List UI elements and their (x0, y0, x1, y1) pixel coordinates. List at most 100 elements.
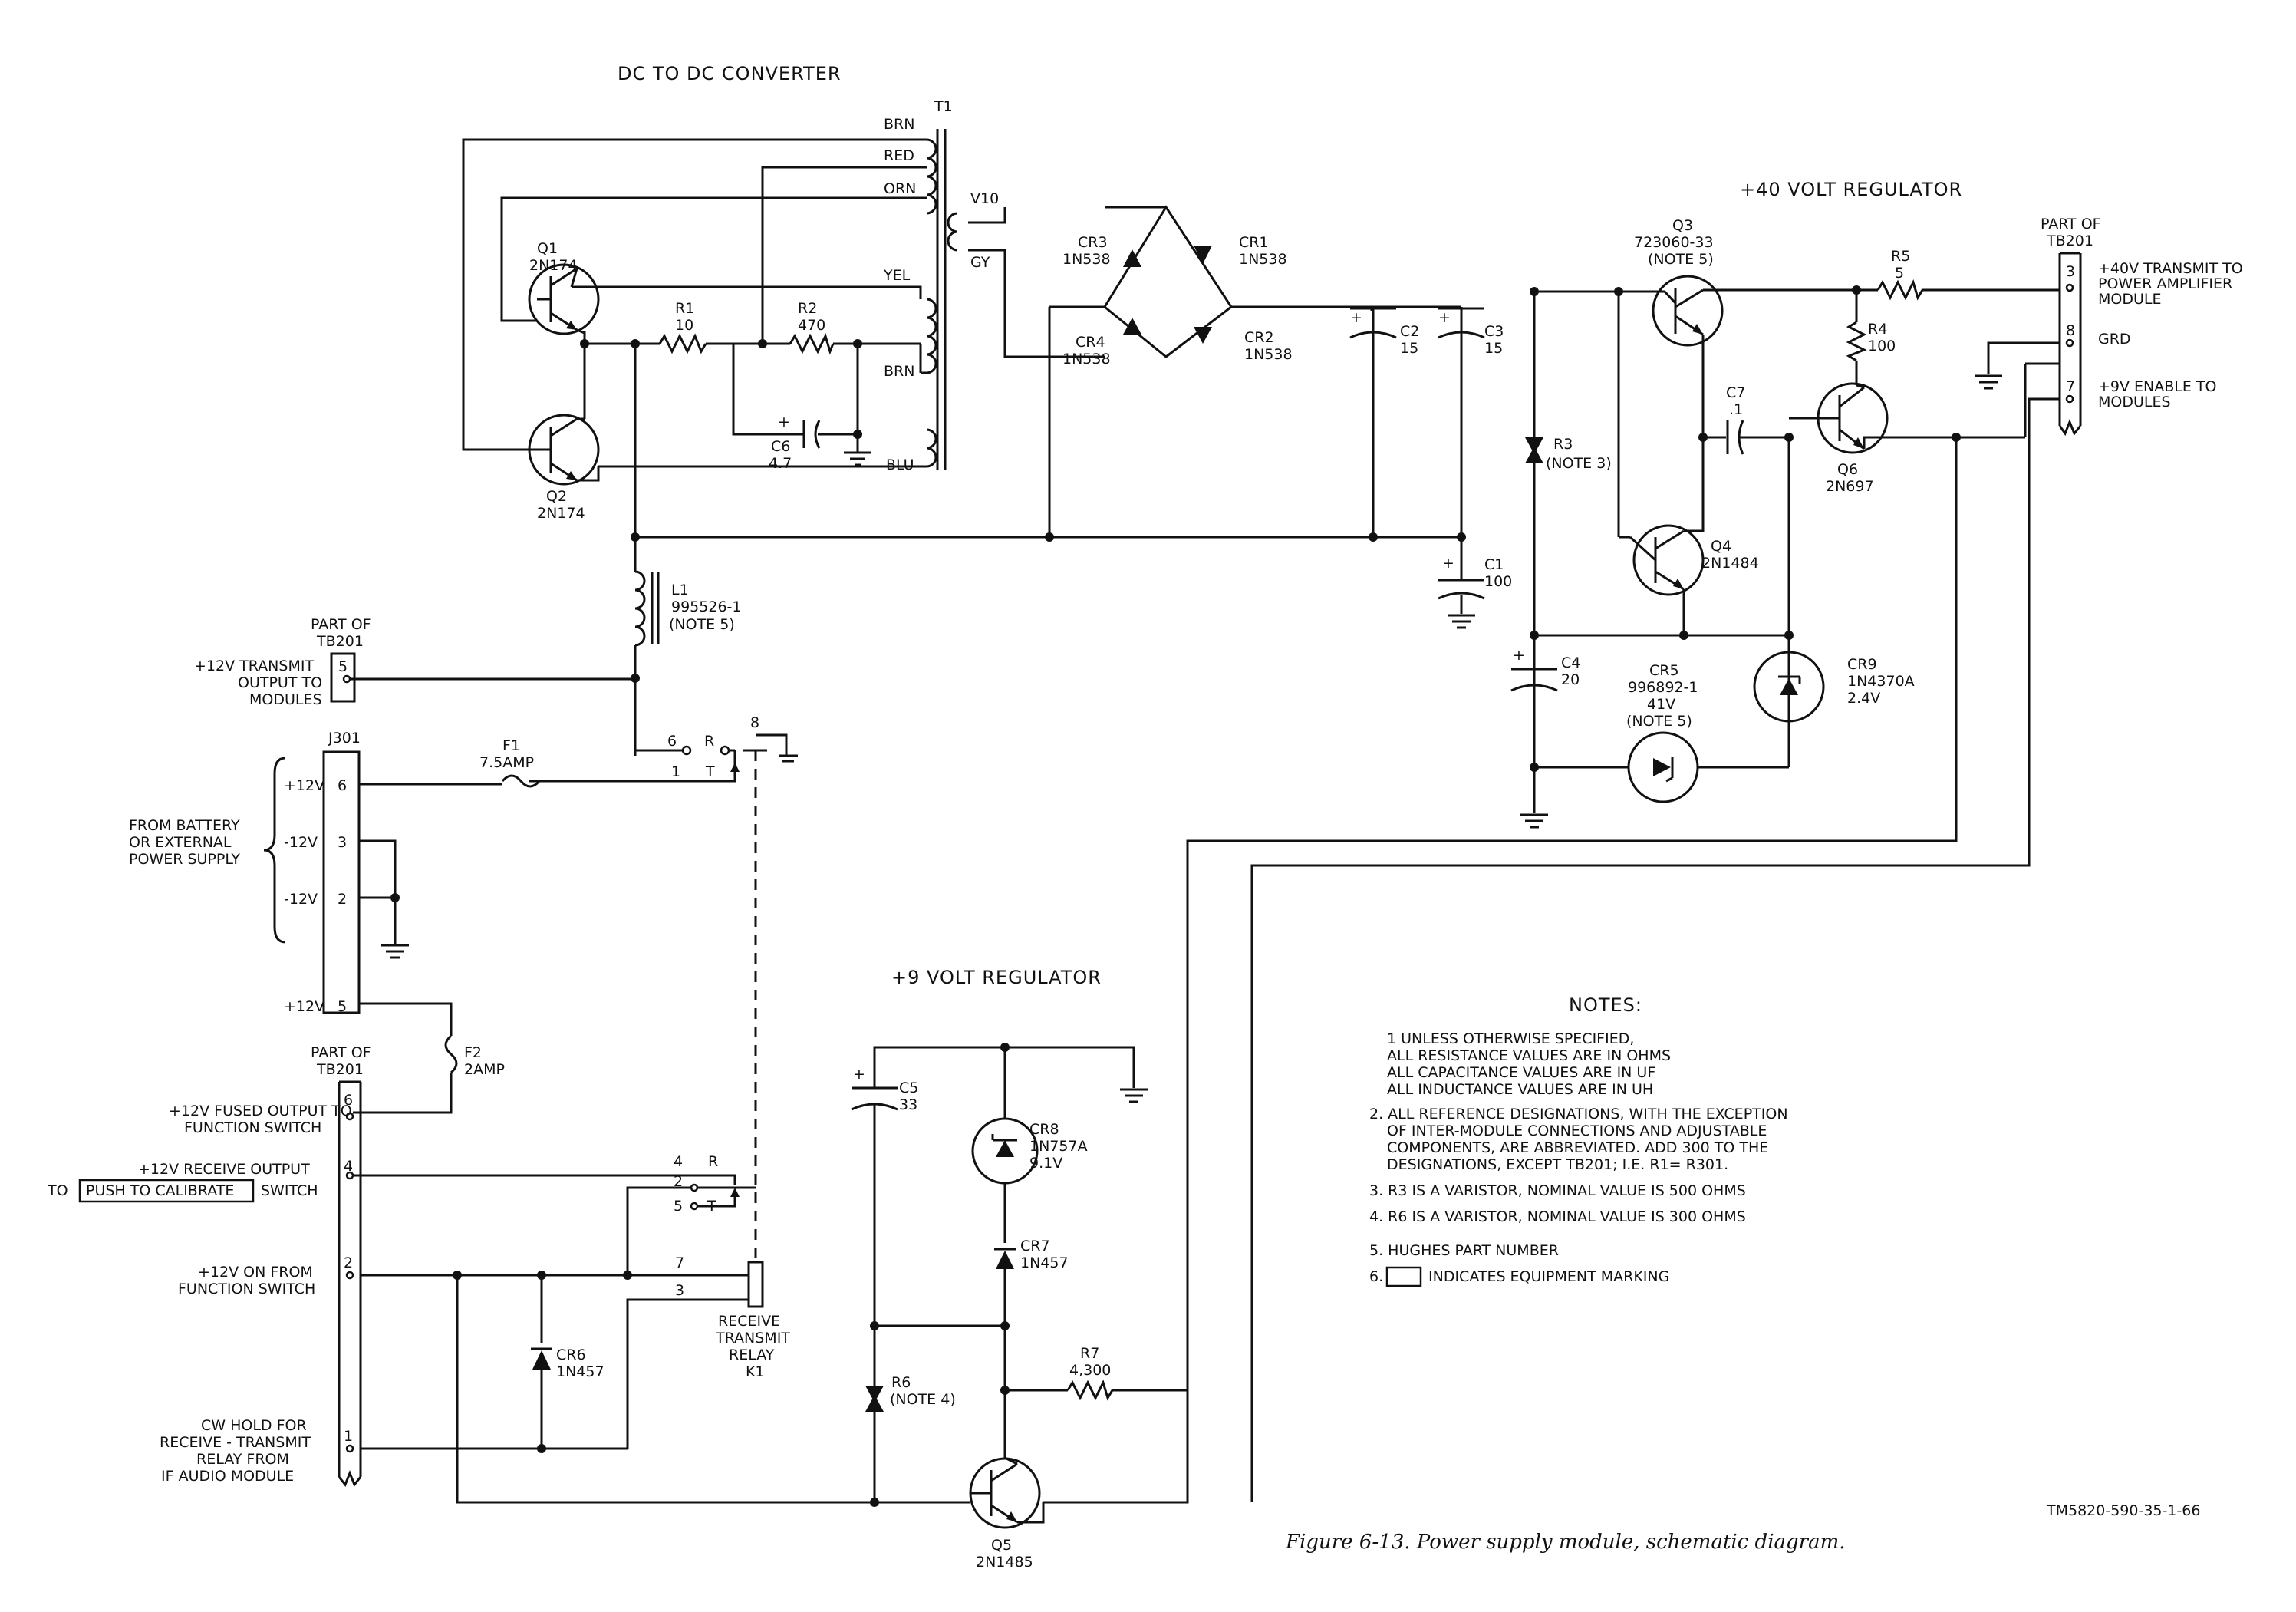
svg-text:1N457: 1N457 (556, 1363, 604, 1380)
svg-text:R1: R1 (675, 300, 694, 317)
svg-text:723060-33: 723060-33 (1634, 234, 1714, 251)
svg-text:+12V RECEIVE OUTPUT: +12V RECEIVE OUTPUT (138, 1161, 310, 1178)
svg-text:2: 2 (338, 891, 347, 908)
nine-volt-regulator: + C5 33 CR8 1N757A 9.1V CR7 1N457 R6 (NO… (851, 1046, 1188, 1571)
svg-text:ALL CAPACITANCE VALUES ARE IN: ALL CAPACITANCE VALUES ARE IN UF (1387, 1064, 1655, 1081)
svg-text:NOTES:: NOTES: (1569, 994, 1642, 1016)
svg-text:33: 33 (899, 1096, 917, 1113)
fuse-f1: F1 7.5AMP (479, 737, 541, 788)
svg-text:3: 3 (2066, 263, 2075, 280)
svg-text:BRN: BRN (884, 363, 914, 380)
svg-text:C4: C4 (1561, 654, 1580, 671)
svg-text:TB201: TB201 (316, 1061, 364, 1078)
svg-text:T: T (705, 763, 715, 780)
svg-text:3. R3 IS A VARISTOR, NOMINAL: 3. R3 IS A VARISTOR, NOMINAL VALUE IS 50… (1369, 1182, 1746, 1199)
svg-text:2. ALL REFERENCE DESIGNATIONS: 2. ALL REFERENCE DESIGNATIONS, WITH THE … (1369, 1106, 1788, 1122)
svg-text:1N538: 1N538 (1239, 251, 1287, 268)
svg-text:2AMP: 2AMP (464, 1061, 505, 1078)
svg-text:CW HOLD FOR: CW HOLD FOR (201, 1417, 307, 1434)
capacitor-c7: C7 .1 (1703, 384, 1789, 455)
transistor-q6: Q6 2N697 (1789, 382, 1956, 495)
svg-text:8: 8 (2066, 322, 2075, 339)
svg-text:RELAY FROM: RELAY FROM (196, 1451, 289, 1468)
svg-text:3: 3 (675, 1282, 684, 1299)
document-id: TM5820-590-35-1-66 (2046, 1502, 2200, 1519)
svg-text:1 UNLESS OTHERWISE SPECIFIED,: 1 UNLESS OTHERWISE SPECIFIED, (1387, 1030, 1634, 1047)
svg-text:6: 6 (338, 777, 347, 794)
svg-text:C1: C1 (1484, 556, 1504, 573)
svg-text:3: 3 (338, 834, 347, 851)
svg-text:OR EXTERNAL: OR EXTERNAL (129, 834, 232, 851)
section-title-40v: +40 VOLT REGULATOR (1740, 179, 1962, 200)
svg-text:F1: F1 (502, 737, 520, 754)
svg-text:CR6: CR6 (556, 1347, 586, 1363)
svg-text:2: 2 (674, 1173, 683, 1190)
converter-wiring (462, 138, 1461, 572)
svg-text:4,300: 4,300 (1069, 1362, 1111, 1379)
svg-text:2: 2 (344, 1254, 353, 1271)
varistor-r3: R3 (NOTE 3) (1525, 292, 1612, 767)
svg-text:7: 7 (2066, 378, 2075, 395)
svg-text:R6: R6 (891, 1374, 911, 1391)
svg-text:10: 10 (675, 317, 693, 334)
svg-text:PART OF: PART OF (311, 616, 371, 633)
svg-text:CR4: CR4 (1076, 334, 1105, 351)
svg-text:2N1484: 2N1484 (1701, 555, 1759, 572)
svg-text:5: 5 (674, 1198, 683, 1215)
svg-text:2N174: 2N174 (537, 505, 585, 522)
svg-text:6: 6 (344, 1092, 353, 1109)
svg-text:5: 5 (1895, 265, 1904, 282)
svg-text:PUSH TO CALIBRATE: PUSH TO CALIBRATE (86, 1182, 234, 1199)
svg-text:TRANSMIT: TRANSMIT (715, 1330, 790, 1347)
svg-text:L1: L1 (671, 582, 689, 598)
svg-text:100: 100 (1484, 573, 1512, 590)
svg-text:Q5: Q5 (991, 1537, 1012, 1554)
svg-text:41V: 41V (1647, 696, 1675, 713)
svg-text:POWER AMPLIFIER: POWER AMPLIFIER (2098, 275, 2232, 292)
svg-text:R: R (704, 733, 714, 750)
svg-text:4: 4 (674, 1153, 683, 1170)
svg-text:(NOTE 5): (NOTE 5) (1626, 713, 1692, 730)
svg-text:TB201: TB201 (2046, 232, 2093, 249)
svg-text:INDICATES EQUIPMENT MARKING: INDICATES EQUIPMENT MARKING (1428, 1268, 1669, 1285)
zener-cr5: CR5 996892-1 41V (NOTE 5) (1534, 662, 1789, 803)
svg-text:-12V: -12V (284, 891, 318, 908)
svg-text:ORN: ORN (884, 180, 916, 197)
svg-text:CR8: CR8 (1029, 1121, 1059, 1138)
section-title-9v: +9 VOLT REGULATOR (891, 967, 1102, 988)
svg-text:+: + (1438, 309, 1451, 326)
svg-text:+12V ON FROM: +12V ON FROM (198, 1264, 313, 1281)
svg-text:T1: T1 (934, 98, 953, 115)
svg-text:BRN: BRN (884, 116, 914, 133)
svg-text:Q1: Q1 (537, 240, 558, 257)
svg-text:MODULE: MODULE (2098, 291, 2161, 308)
svg-text:1N457: 1N457 (1020, 1254, 1069, 1271)
resistor-r2: R2 470 (789, 300, 835, 355)
svg-text:BLU: BLU (886, 457, 914, 473)
svg-text:5: 5 (338, 998, 347, 1015)
svg-text:RED: RED (884, 147, 914, 164)
svg-text:IF AUDIO MODULE: IF AUDIO MODULE (161, 1468, 294, 1485)
svg-text:C7: C7 (1726, 384, 1745, 401)
svg-text:(NOTE 5): (NOTE 5) (669, 616, 735, 633)
svg-text:OF INTER-MODULE CONNECTIONS AN: OF INTER-MODULE CONNECTIONS AND ADJUSTAB… (1387, 1122, 1767, 1139)
svg-text:C5: C5 (899, 1080, 918, 1096)
svg-text:V10: V10 (970, 190, 999, 207)
resistor-r4: R4 100 (1846, 290, 1896, 385)
svg-text:9.1V: 9.1V (1029, 1155, 1062, 1172)
svg-text:C2: C2 (1400, 323, 1419, 340)
transistor-q4: Q4 2N1484 (1619, 437, 1759, 635)
svg-text:5. HUGHES PART NUMBER: 5. HUGHES PART NUMBER (1369, 1242, 1559, 1259)
svg-text:7.5AMP: 7.5AMP (479, 754, 534, 771)
section-title-converter: DC TO DC CONVERTER (618, 63, 842, 84)
svg-text:CR2: CR2 (1244, 329, 1274, 346)
resistor-r5: R5 5 (1856, 248, 2060, 301)
svg-text:MODULES: MODULES (249, 691, 322, 708)
svg-text:4. R6 IS A VARISTOR, NOMINAL: 4. R6 IS A VARISTOR, NOMINAL VALUE IS 30… (1369, 1208, 1746, 1225)
svg-text:6: 6 (667, 733, 677, 750)
svg-text:+: + (1513, 647, 1525, 664)
svg-text:(NOTE 5): (NOTE 5) (1648, 251, 1714, 268)
svg-text:R7: R7 (1080, 1345, 1099, 1362)
svg-text:2N697: 2N697 (1826, 478, 1874, 495)
svg-text:+: + (1442, 555, 1454, 572)
